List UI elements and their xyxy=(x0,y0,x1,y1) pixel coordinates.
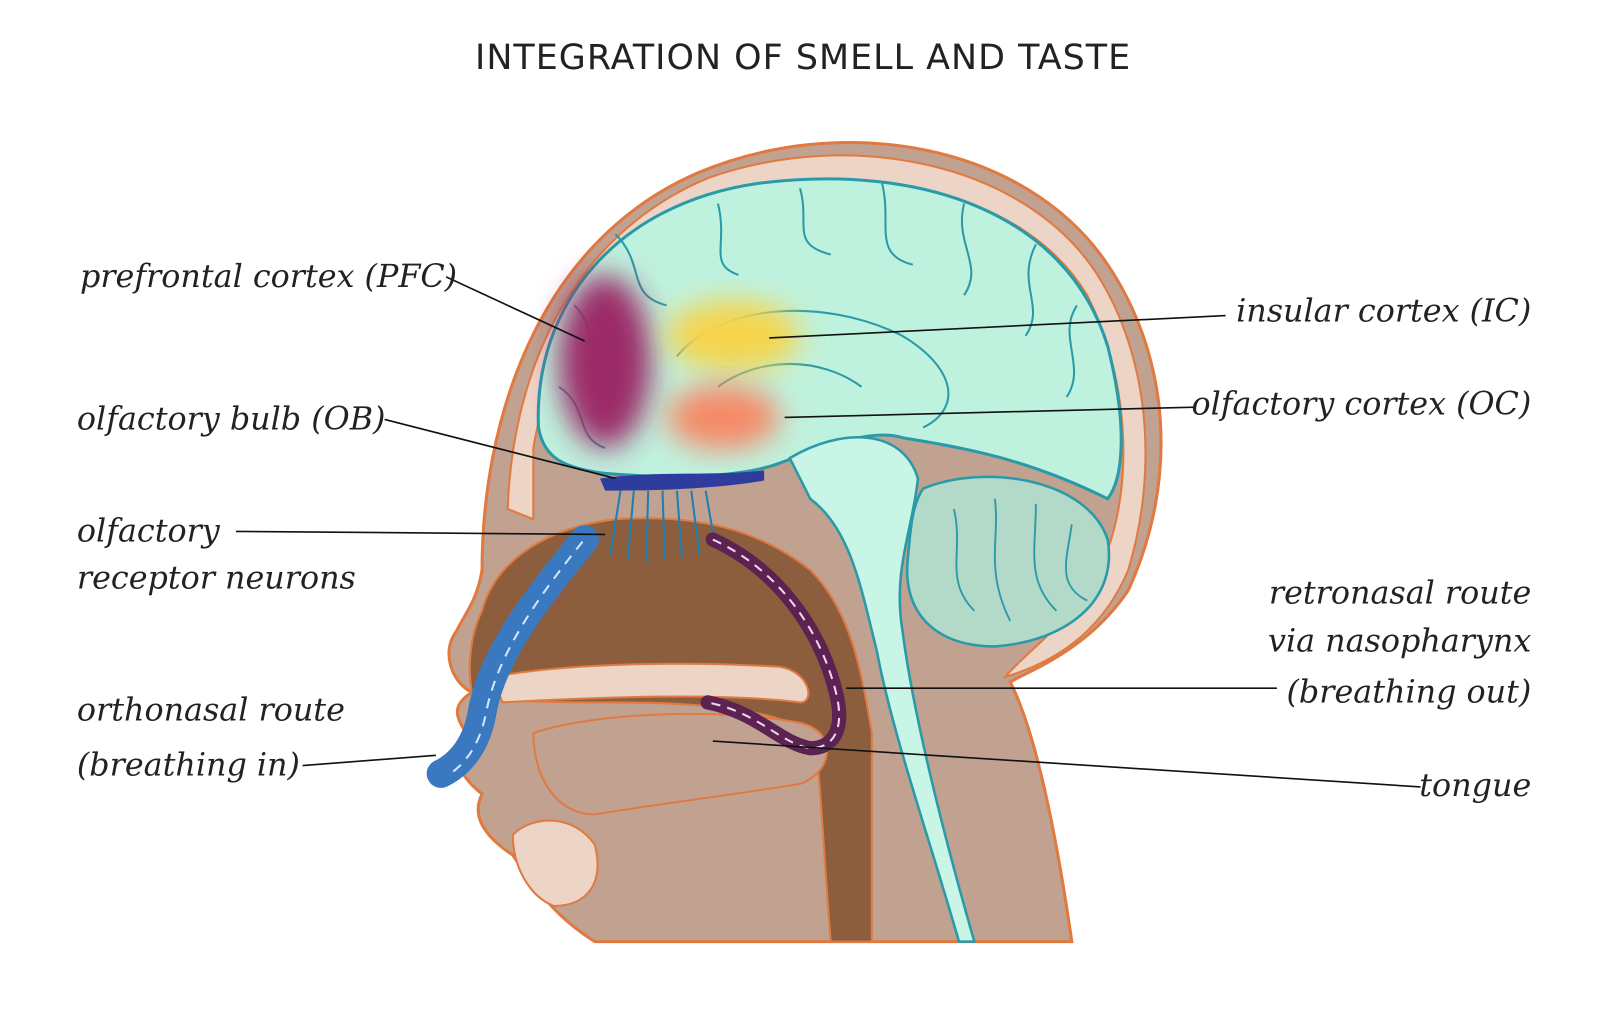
label-tongue: tongue xyxy=(1419,768,1531,804)
label-orthonasal-line2: (breathing in) xyxy=(77,748,300,784)
hard-palate xyxy=(490,662,810,704)
tongue xyxy=(532,712,829,816)
orthonasal-airflow xyxy=(426,525,599,788)
label-olfactory-bulb: olfactory bulb (OB) xyxy=(77,402,386,438)
label-orthonasal-line1: orthonasal route xyxy=(77,693,345,729)
diagram-title: INTEGRATION OF SMELL AND TASTE xyxy=(475,38,1131,78)
insular-cortex-region xyxy=(666,300,800,372)
label-olfactory-cortex: olfactory cortex (OC) xyxy=(1191,386,1531,422)
label-retronasal-line3: (breathing out) xyxy=(1287,675,1532,711)
brainstem-spinal-cord xyxy=(788,435,977,943)
cerebellum-folia xyxy=(952,498,1088,622)
retronasal-airflow xyxy=(700,532,847,756)
label-retronasal-line1: retronasal route xyxy=(1269,576,1531,612)
pfc-region xyxy=(558,274,652,448)
jaw xyxy=(511,819,599,908)
label-pfc: prefrontal cortex (PFC) xyxy=(80,259,457,295)
label-insular-cortex: insular cortex (IC) xyxy=(1236,294,1531,330)
olfactory-bulb xyxy=(600,470,765,491)
cerebellum xyxy=(905,475,1111,648)
label-orn-line2: receptor neurons xyxy=(77,561,356,597)
label-retronasal-line2: via nasopharynx xyxy=(1268,624,1531,660)
olfactory-receptor-neurons xyxy=(609,490,717,562)
label-orn-line1: olfactory xyxy=(77,514,221,550)
leader-lines xyxy=(235,276,1421,788)
olfactory-cortex-region xyxy=(666,384,780,450)
